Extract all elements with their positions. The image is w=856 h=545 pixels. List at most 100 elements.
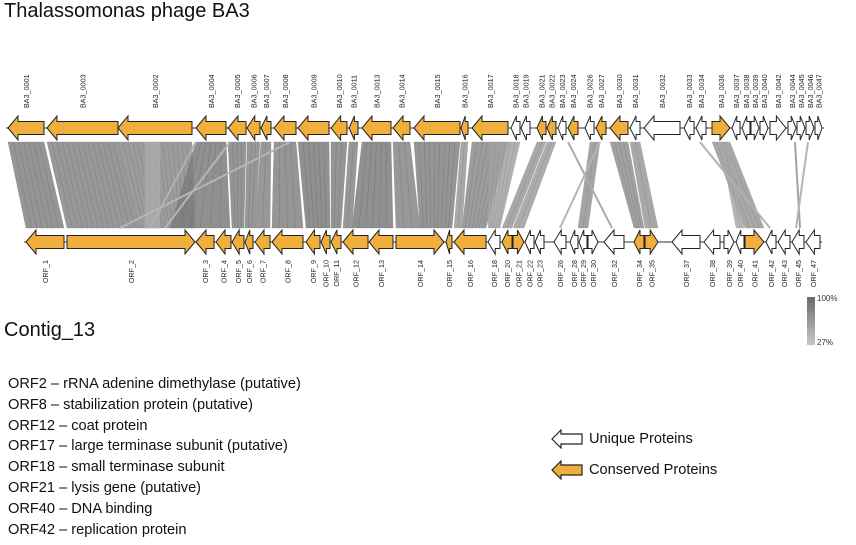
legend-conserved: Conserved Proteins [551,460,717,480]
bottom-gene-arrow [501,229,513,255]
top-gene-label: BA3_0032 [658,74,667,108]
top-gene-arrow [195,114,227,142]
similarity-stripe [723,141,741,229]
top-gene-arrow [273,114,297,142]
bottom-gene-arrow [603,228,625,256]
similarity-stripe [97,141,120,229]
bottom-gene-arrow [244,229,254,255]
similarity-line [699,141,771,229]
bottom-gene-label: ORF_38 [708,260,717,287]
similarity-stripe [444,141,451,229]
bottom-gene-arrow [66,228,196,256]
similarity-band [7,141,65,229]
top-gene-label: BA3_0013 [373,74,382,108]
bottom-gene-label: ORF_22 [526,260,535,287]
top-gene-label: BA3_0024 [569,74,578,108]
bottom-gene-label: ORF_16 [466,260,475,287]
top-gene-arrow [117,114,193,142]
top-gene-label: BA3_0015 [433,74,442,108]
similarity-stripe [28,141,49,229]
similarity-band [351,141,394,229]
bottom-gene-label: ORF_28 [570,260,579,287]
top-gene-label: BA3_0011 [350,75,359,108]
bottom-gene-label: ORF_41 [751,260,760,287]
similarity-stripe [313,141,319,229]
top-gene-arrow [227,114,247,142]
top-gene-label: BA3_0027 [597,74,606,108]
similarity-stripe [379,141,382,229]
bottom-gene-label: ORF_39 [725,260,734,287]
top-gene-arrow [392,114,411,142]
bottom-gene-arrow [305,228,321,256]
top-gene-label: BA3_0033 [685,74,694,108]
similarity-stripe [491,141,501,229]
similarity-line [119,141,291,229]
bottom-gene-label: ORF_35 [648,260,657,287]
bottom-gene-arrow [553,228,567,256]
bottom-gene-label: ORF_45 [794,260,803,287]
top-gene-label: BA3_0023 [558,74,567,108]
bottom-gene-arrow [587,229,599,255]
similarity-stripe [162,141,174,229]
top-gene-arrow [330,114,348,142]
bottom-gene-label: ORF_15 [445,260,454,287]
bottom-gene-arrow [342,228,369,256]
top-gene-arrow [536,115,547,141]
similarity-stripe [23,141,43,229]
similarity-stripe [61,141,83,229]
similarity-stripe [614,141,637,229]
similarity-band [609,141,645,229]
top-gene-label: BA3_0047 [815,74,824,108]
bottom-gene-label: ORF_6 [245,260,254,283]
top-gene-label: BA3_0036 [717,74,726,108]
bottom-gene-arrow [578,229,588,255]
similarity-stripe [107,141,130,229]
top-gene-label: BA3_0045 [797,74,806,108]
bottom-gene-arrow [534,229,545,255]
top-gene-label: BA3_0022 [548,74,557,108]
bottom-gene-arrow [445,229,453,255]
similarity-stripe [102,141,125,229]
top-gene-label: BA3_0003 [79,74,88,108]
top-gene-label: BA3_0021 [538,74,547,108]
bottom-gene-arrow [453,228,487,256]
top-gene-arrow [814,115,823,141]
top-gene-arrow [741,115,751,141]
bottom-gene-arrow [703,228,721,256]
similarity-stripe [423,141,428,229]
bottom-gene-label: ORF_5 [234,260,243,283]
similarity-stripe [497,141,516,229]
bottom-gene-label: ORF_34 [635,260,644,287]
similarity-scale-bar [807,297,815,345]
similarity-stripe [33,141,54,229]
similarity-stripe [38,141,59,229]
similarity-stripe [232,141,236,229]
bottom-gene-arrow [215,228,232,256]
bottom-gene-label: ORF_26 [556,260,565,287]
top-gene-label: BA3_0007 [262,74,271,108]
similarity-stripe [493,141,506,229]
similarity-stripe [72,141,94,229]
top-gene-label: BA3_0006 [250,74,259,108]
bottom-genome-title: Contig_13 [4,319,96,341]
similarity-stripe [51,141,73,229]
similarity-stripe [495,141,511,229]
bottom-gene-arrow [487,228,501,256]
top-gene-arrow [629,115,641,141]
top-gene-label: BA3_0044 [788,74,797,108]
similarity-stripe [179,141,202,229]
similarity-stripe [251,141,256,229]
top-gene-label: BA3_0008 [281,74,290,108]
orf-annotation: ORF18 – small terminase subunit [8,459,225,476]
bottom-gene-arrow [512,229,525,255]
bottom-gene-arrow [735,229,745,255]
similarity-line [567,141,613,229]
similarity-stripe [308,141,315,229]
similarity-stripe [209,141,217,229]
bottom-gene-label: ORF_1 [41,260,50,283]
similarity-stripe [87,141,110,229]
similarity-stripe [66,141,89,229]
similarity-stripe [127,141,148,229]
bottom-gene-label: ORF_4 [220,260,229,283]
similarity-stripe [518,141,552,229]
